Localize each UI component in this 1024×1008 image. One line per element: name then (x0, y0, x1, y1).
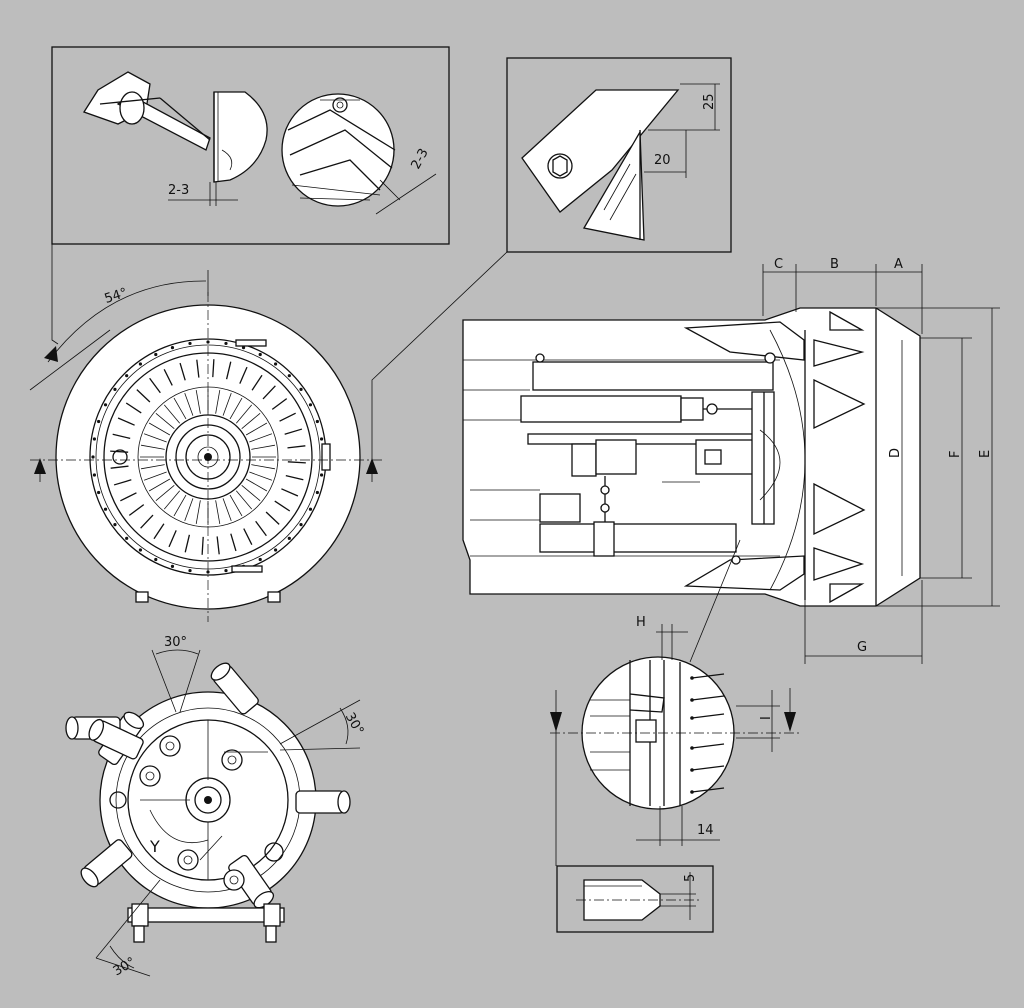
angle-30-bottom-label: 30° (111, 955, 138, 980)
dim-25: 25 (648, 83, 720, 131)
spokes (110, 359, 306, 555)
bracket-b (595, 439, 637, 475)
section-arrow-h-right (784, 712, 796, 732)
dims-right: D F E (876, 307, 1000, 607)
cylinder-rod-upper (520, 395, 682, 423)
angle-54: 54° (29, 270, 209, 391)
cylinder-lower (539, 493, 581, 523)
leader-box1 (51, 244, 59, 345)
dim-d-label: D (888, 448, 903, 458)
leader-box2 (371, 251, 508, 460)
bottom-view-y: Y 30° 30° 30° (65, 635, 367, 980)
gap-dimension-a: 2-3 (168, 182, 238, 206)
angle-30-bottom: 30° (95, 879, 161, 980)
foot-right (267, 591, 281, 603)
dim-h-label: H (636, 615, 646, 630)
gap-label-b: 2-3 (409, 146, 432, 172)
dim-14: 14 (636, 806, 720, 846)
angle-30-top: 30° (151, 635, 201, 713)
dim-5-label: 5 (683, 874, 698, 882)
dim-f-label: F (948, 451, 963, 458)
view-y-label: Y (149, 837, 160, 856)
detail-box-tooth: 25 20 (506, 57, 732, 253)
base-frame (127, 907, 285, 923)
side-lug-right (321, 443, 331, 471)
dims-top: C B A (762, 257, 923, 334)
angle-54-label: 54° (103, 286, 130, 307)
bottom-lug (231, 565, 263, 573)
arm-sleeve-detail (83, 71, 268, 183)
dim-g-label: G (857, 640, 867, 655)
bracket-a (571, 443, 597, 477)
bracket-c-inner (704, 449, 722, 465)
foot-left (135, 591, 149, 603)
inspection-hole (112, 449, 128, 465)
dim-25-label: 25 (702, 93, 717, 110)
piston-head (680, 397, 704, 421)
section-arrow-left (34, 458, 46, 474)
teeth (813, 310, 866, 604)
angle-30-top-label: 30° (164, 635, 187, 650)
dim-b-label: B (830, 257, 839, 272)
bracket-d (593, 521, 615, 557)
dim-i-label: I (759, 716, 774, 720)
detail-box-gap: 2-3 2-3 (51, 46, 450, 245)
angle-30-right-label: 30° (342, 710, 367, 737)
gap-label-a: 2-3 (168, 183, 189, 198)
cylinder-upper (532, 361, 774, 391)
detail-circle-h: H I 14 (550, 539, 800, 860)
section-arrow-h-left (550, 712, 562, 732)
cylinder-base (539, 523, 737, 553)
dim-i: I (736, 690, 780, 752)
dim-a-label: A (894, 257, 903, 272)
dim-e-label: E (978, 450, 993, 458)
side-section-view: C B A D F E G (462, 257, 1000, 664)
round-detail (281, 93, 396, 207)
front-view: 54° (29, 270, 385, 622)
hub-plate (751, 391, 775, 525)
nozzles (65, 662, 351, 909)
section-arrow-right (366, 458, 378, 474)
detail-box-nozzle: 5 (555, 860, 714, 933)
dim-h: H (636, 615, 688, 660)
upper-guard (683, 321, 805, 361)
dim-20: 20 (644, 130, 687, 178)
top-lug (235, 339, 267, 347)
dim-g: G (804, 580, 923, 664)
dim-20-label: 20 (654, 153, 671, 168)
dim-14-label: 14 (697, 823, 714, 838)
detail-pins (690, 673, 725, 794)
dim-c-label: C (774, 257, 783, 272)
